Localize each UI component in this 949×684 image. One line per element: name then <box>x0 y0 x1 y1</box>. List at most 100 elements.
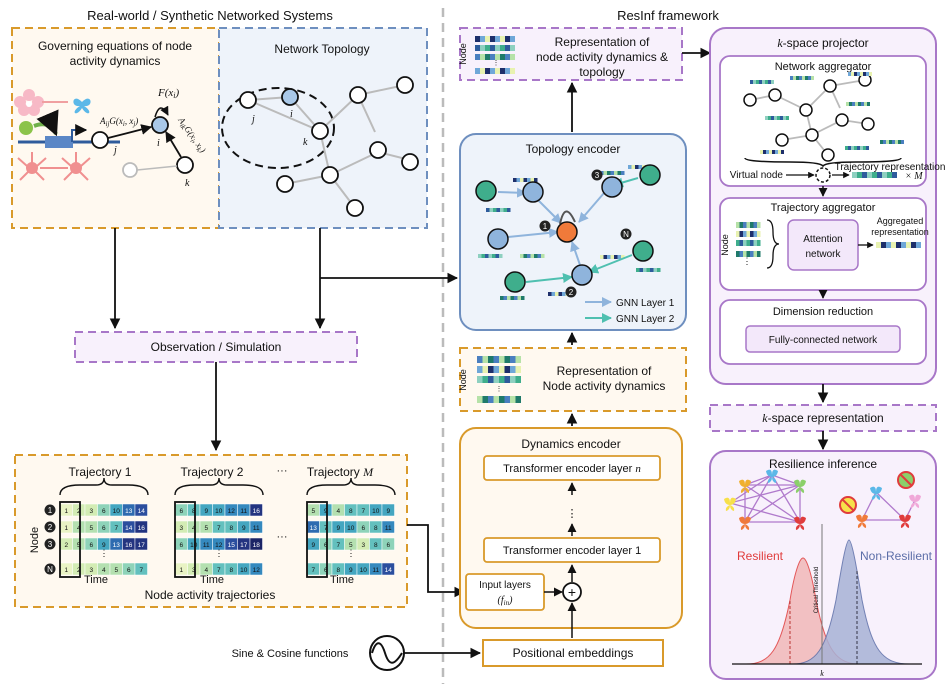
virtual-node-label: Virtual node <box>730 170 784 181</box>
repr-mid-bar-cell <box>482 396 488 403</box>
kspace-title: k-space projector <box>777 36 868 50</box>
repr-top-bar-cell <box>510 68 515 74</box>
repr-mid-bar-cell <box>482 366 488 373</box>
trajectory-cell-value: 2 <box>77 567 81 574</box>
butterfly-icons-right <box>856 486 921 528</box>
repr-top-bar-cell <box>500 45 505 51</box>
badge-2 <box>565 286 577 298</box>
repr-mid-bar-cell <box>515 376 521 383</box>
trajectory-cell <box>134 562 148 576</box>
agg-bar-cell <box>898 140 901 144</box>
trajectory-cell-value: 10 <box>190 542 198 549</box>
trajectory-aggregator-title: Trajectory aggregator <box>771 202 876 214</box>
trajectory-cell-value: 10 <box>113 508 121 515</box>
encoder-bar-cell <box>514 296 518 300</box>
encoder-bar-cell <box>534 178 538 182</box>
trajectory-cell-value: 3 <box>89 567 93 574</box>
encoder-bar-cell <box>541 254 545 258</box>
attention-bar-cell <box>746 240 750 246</box>
butterfly-icons-left <box>724 469 806 530</box>
aggregated-repr-cell <box>881 242 886 248</box>
agg-bar-cell <box>880 140 883 144</box>
trajectory-cell-value: 8 <box>349 508 353 515</box>
trajectory-cell-value: 17 <box>240 542 248 549</box>
gov-label-j: j <box>112 145 117 156</box>
agg-bar-cell <box>766 150 769 154</box>
trajectory-repr-cell <box>887 172 892 178</box>
agg-bar-cell <box>765 80 768 84</box>
legend-gnn2: GNN Layer 2 <box>616 314 675 325</box>
encoder-bar-cell <box>617 171 621 175</box>
repr-top-line2: node activity dynamics & <box>536 50 668 64</box>
trajectory-cell-value: 16 <box>125 542 133 549</box>
left-header: Real-world / Synthetic Networked Systems <box>87 8 333 23</box>
encoder-bar-cell <box>614 255 618 259</box>
aggregated-line2: representation <box>871 227 929 237</box>
trajectory-cell-value: 7 <box>217 567 221 574</box>
topo-node-j <box>239 91 257 109</box>
trajectory-cell-value: 4 <box>77 525 81 532</box>
trajectory-cell-value: 12 <box>215 542 223 549</box>
encoder-bar-cell <box>527 254 531 258</box>
trajectory-cell-value: 18 <box>253 542 261 549</box>
time-label-2: Time <box>200 574 224 586</box>
attention-network-box <box>787 219 859 271</box>
agg-bar-cell <box>780 116 783 120</box>
agg-bar-cell <box>775 150 778 154</box>
encoder-bar-cell <box>493 208 497 212</box>
trajectory-cell-value: 5 <box>114 567 118 574</box>
agg-bar-cell <box>863 146 866 150</box>
legend-gnn1: GNN Layer 1 <box>616 298 675 309</box>
repr-mid-bar-cell <box>515 366 521 373</box>
repr-mid-bars: ⋮ <box>477 356 521 403</box>
trajectory-2-title: Trajectory 2 <box>181 465 244 479</box>
encoder-bar-cell <box>653 268 657 272</box>
input-layers-line1: Input layers <box>479 580 531 591</box>
transformer-layer-1-label: Transformer encoder layer 1 <box>503 545 641 557</box>
agg-bar-cell <box>771 116 774 120</box>
time-window <box>59 501 81 578</box>
attention-bar-cell <box>739 240 743 246</box>
repr-mid-bar-cell <box>493 356 499 363</box>
critical-threshold-label: Critical Threshold <box>814 567 820 614</box>
observation-label: Observation / Simulation <box>151 340 282 354</box>
trajectory-cell-value: 7 <box>361 508 365 515</box>
encoder-bar-cell <box>562 292 566 296</box>
resilience-panel: Resilience inference <box>709 450 937 680</box>
aggregated-repr-cell <box>911 242 916 248</box>
repr-mid-bar-cell <box>499 396 505 403</box>
trajectory-cell-value: 12 <box>253 567 261 574</box>
trajectory-cell <box>249 520 263 534</box>
repr-top-bar-cell <box>490 68 495 74</box>
trajectory-cell-value: 15 <box>228 542 236 549</box>
trajectory-cell-value: 16 <box>253 508 261 515</box>
attention-line2: network <box>805 249 841 260</box>
trajectory-cell-value: 12 <box>228 508 236 515</box>
trajectory-cell-value: 6 <box>361 525 365 532</box>
encoder-bar-cell <box>503 296 507 300</box>
row-id-badge <box>44 521 56 533</box>
transformer-layer-n-label: Transformer encoder layer n <box>503 463 641 475</box>
trajectory-cell-value: 6 <box>324 567 328 574</box>
trajectory-cell-value: 5 <box>77 542 81 549</box>
agg-bar-cell <box>808 76 811 80</box>
attention-bar-cell <box>743 240 747 246</box>
trajectory-cell-value: 2 <box>64 542 68 549</box>
repr-mid-bar-cell <box>488 356 494 363</box>
encoder-feature-bars <box>478 165 661 300</box>
dynamics-encoder-title: Dynamics encoder <box>521 437 620 451</box>
trajectory-cell-value: 13 <box>125 508 133 515</box>
attn-dots: ⋮ <box>743 256 752 266</box>
agg-bar-cell <box>883 140 886 144</box>
topology-encoder-title: Topology encoder <box>526 142 621 156</box>
attention-bar-cell <box>746 251 750 257</box>
topo-label-i: i <box>290 109 293 120</box>
dimension-reduction-title: Dimension reduction <box>773 306 873 318</box>
attention-bar-cell <box>736 231 740 237</box>
attn-brace <box>766 219 780 269</box>
agg-bar-cell <box>886 140 889 144</box>
time-brace <box>306 477 396 496</box>
arrow-traj-input <box>407 524 466 598</box>
kspace-repr-label: k-space representation <box>762 411 883 425</box>
